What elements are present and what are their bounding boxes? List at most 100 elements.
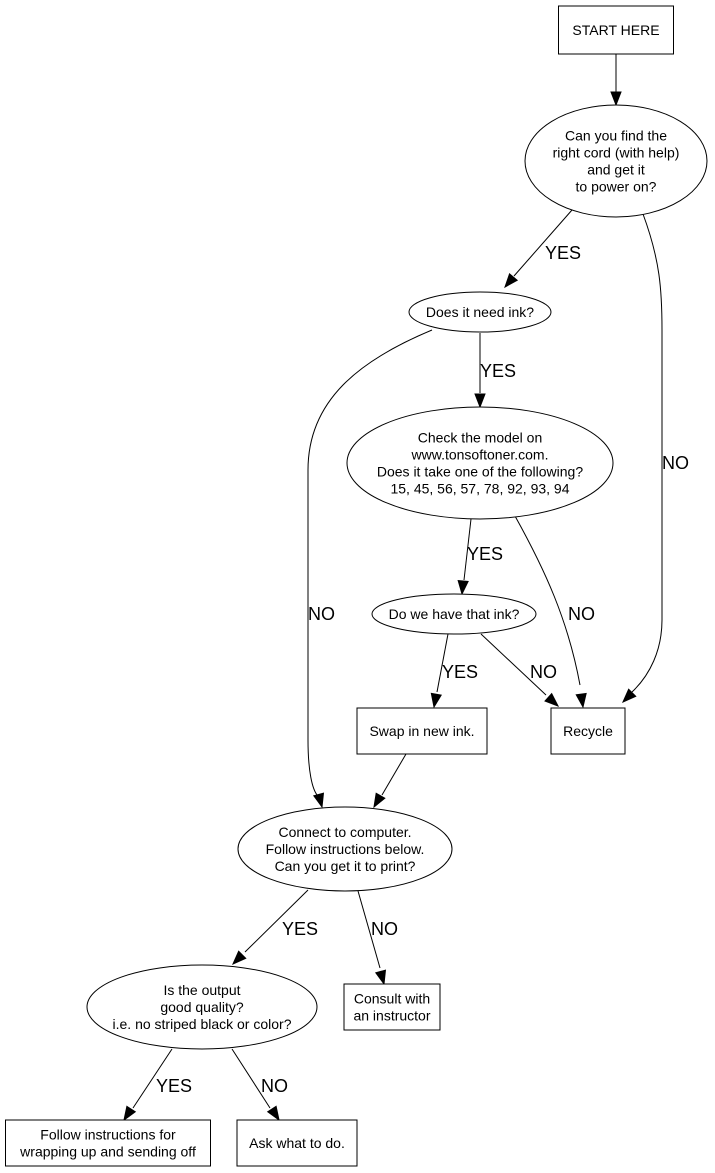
node-text-line: Do we have that ink? <box>389 606 520 622</box>
ellipse-shape <box>237 806 453 892</box>
edge-quality-follow: YES <box>123 1048 192 1122</box>
box-shape <box>356 707 488 755</box>
ellipse-shape <box>408 291 552 333</box>
node-text-line: i.e. no striped black or color? <box>113 1016 292 1032</box>
node-text-line: wrapping up and sending off <box>19 1144 196 1160</box>
node-text-line: Consult with <box>354 991 430 1007</box>
edge-ink-connect: NO <box>307 329 433 809</box>
edge-label: YES <box>156 1076 192 1096</box>
edge-line <box>513 209 573 277</box>
node-text-line: Recycle <box>563 723 613 739</box>
node-text-line: Is the output <box>163 982 240 998</box>
edge-line <box>631 213 663 693</box>
node-swap: Swap in new ink. <box>356 707 488 755</box>
node-model: Check the model onwww.tonsoftoner.com.Do… <box>346 406 614 520</box>
node-start: START HERE <box>558 5 674 55</box>
arrowhead-icon <box>232 950 247 965</box>
node-ink: Does it need ink? <box>408 291 552 333</box>
edge-line <box>436 633 449 693</box>
edge-label: NO <box>308 604 335 624</box>
node-text-line: Ask what to do. <box>249 1135 345 1151</box>
edge-label: NO <box>530 662 557 682</box>
edge-label: YES <box>467 544 503 564</box>
edge-label: NO <box>568 604 595 624</box>
node-ask: Ask what to do. <box>236 1119 358 1167</box>
node-text-line: Check the model on <box>418 430 543 446</box>
edge-cord-ink: YES <box>504 209 581 289</box>
edge-label: NO <box>662 453 689 473</box>
node-recycle: Recycle <box>550 707 626 755</box>
edge-line <box>480 633 547 696</box>
ellipse-shape <box>86 964 318 1050</box>
arrowhead-icon <box>610 91 622 107</box>
node-text-line: Follow instructions below. <box>266 841 425 857</box>
edge-swap-connect <box>373 753 407 809</box>
node-have_ink: Do we have that ink? <box>371 593 537 635</box>
node-text-line: good quality? <box>160 999 244 1015</box>
node-text-line: an instructor <box>353 1008 430 1024</box>
node-text-line: Follow instructions for <box>40 1127 176 1143</box>
arrowhead-icon <box>474 393 486 409</box>
arrowhead-icon <box>544 692 560 707</box>
arrowhead-icon <box>622 688 637 703</box>
arrowhead-icon <box>374 969 387 986</box>
node-text-line: to power on? <box>576 179 657 195</box>
node-text-line: Does it take one of the following? <box>377 464 583 480</box>
edge-cord-recycle: NO <box>622 213 689 703</box>
edge-line <box>514 515 581 686</box>
edge-model-recycle: NO <box>514 515 595 709</box>
edge-model-have_ink: YES <box>457 518 503 596</box>
edge-label: NO <box>261 1076 288 1096</box>
edge-label: YES <box>442 662 478 682</box>
edge-have_ink-swap: YES <box>430 633 478 709</box>
edge-line <box>244 889 309 953</box>
box-shape <box>558 5 674 55</box>
edge-start-cord <box>610 54 622 107</box>
arrowhead-icon <box>373 792 386 809</box>
edge-line <box>231 1048 271 1109</box>
edge-label: YES <box>282 919 318 939</box>
node-text-line: Swap in new ink. <box>369 723 474 739</box>
edge-line <box>132 1048 173 1109</box>
edge-line <box>463 518 472 581</box>
arrowhead-icon <box>123 1105 137 1122</box>
ellipse-shape <box>524 104 708 218</box>
box-shape <box>236 1119 358 1167</box>
edge-have_ink-recycle: NO <box>480 633 560 707</box>
node-connect: Connect to computer.Follow instructions … <box>237 806 453 892</box>
box-shape <box>343 983 441 1031</box>
edge-line <box>307 329 433 797</box>
edge-label: YES <box>480 361 516 381</box>
box-shape <box>5 1119 211 1167</box>
arrowhead-icon <box>266 1105 280 1122</box>
node-text-line: Can you get it to print? <box>275 858 416 874</box>
box-shape <box>550 707 626 755</box>
ellipse-shape <box>371 593 537 635</box>
edge-label: YES <box>545 243 581 263</box>
arrowhead-icon <box>575 692 587 709</box>
node-text-line: and get it <box>587 162 645 178</box>
arrowhead-icon <box>430 692 442 709</box>
node-text-line: Can you find the <box>565 128 667 144</box>
arrowhead-icon <box>504 272 519 289</box>
edge-connect-quality: YES <box>232 889 318 965</box>
edge-connect-consult: NO <box>357 890 398 986</box>
node-text-line: Connect to computer. <box>278 824 411 840</box>
node-text-line: 15, 45, 56, 57, 78, 92, 93, 94 <box>390 481 569 497</box>
node-text-line: right cord (with help) <box>553 145 680 161</box>
node-text-line: Does it need ink? <box>426 304 534 320</box>
arrowhead-icon <box>457 580 469 596</box>
edge-label: NO <box>371 919 398 939</box>
edge-quality-ask: NO <box>231 1048 288 1122</box>
ellipse-shape <box>346 406 614 520</box>
edge-line <box>381 753 407 796</box>
node-text-line: START HERE <box>572 22 659 38</box>
edge-ink-model: YES <box>474 333 516 409</box>
edge-line <box>357 890 381 969</box>
arrowhead-icon <box>312 792 325 809</box>
